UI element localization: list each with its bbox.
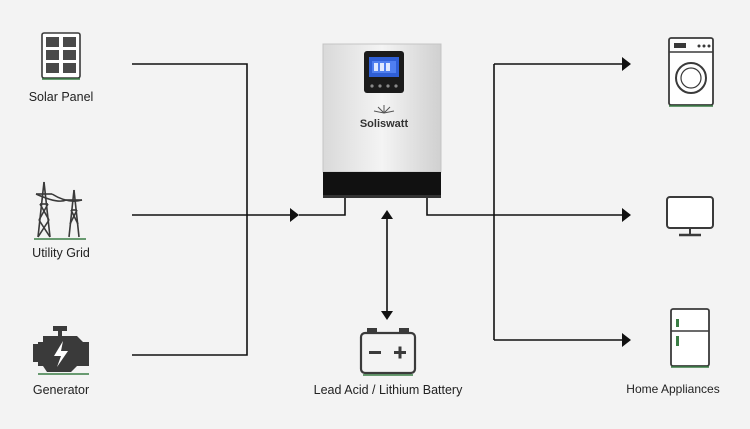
power-tower-icon bbox=[34, 181, 86, 240]
arrows bbox=[290, 57, 631, 347]
battery-icon bbox=[359, 328, 417, 376]
utility-grid-label: Utility Grid bbox=[32, 246, 90, 260]
arrow-to-tv bbox=[622, 208, 631, 222]
engine-icon bbox=[33, 326, 89, 375]
connection-lines bbox=[132, 63, 622, 356]
inverter-input-line bbox=[299, 198, 346, 216]
inverter-base bbox=[323, 172, 441, 198]
arrow-down-battery bbox=[381, 311, 393, 320]
arrow-to-washer bbox=[622, 57, 631, 71]
battery-label: Lead Acid / Lithium Battery bbox=[313, 383, 463, 397]
solar-panel-label: Solar Panel bbox=[28, 90, 94, 104]
home-appliances-label: Home Appliances bbox=[626, 382, 720, 396]
washing-machine-icon bbox=[668, 37, 714, 107]
sun-logo-icon bbox=[373, 105, 395, 114]
solar-panel-icon bbox=[41, 32, 81, 80]
generator-label: Generator bbox=[32, 383, 90, 397]
generator-line bbox=[132, 215, 248, 356]
inverter-brand: Soliswatt bbox=[360, 118, 409, 130]
arrow-up-inverter bbox=[381, 210, 393, 219]
refrigerator-icon bbox=[670, 308, 710, 368]
solar-line bbox=[132, 63, 248, 215]
monitor-icon bbox=[666, 196, 714, 237]
arrow-to-inverter bbox=[290, 208, 299, 222]
arrow-to-fridge bbox=[622, 333, 631, 347]
inverter-unit: Soliswatt bbox=[322, 43, 442, 198]
inverter-output-line bbox=[426, 198, 622, 216]
